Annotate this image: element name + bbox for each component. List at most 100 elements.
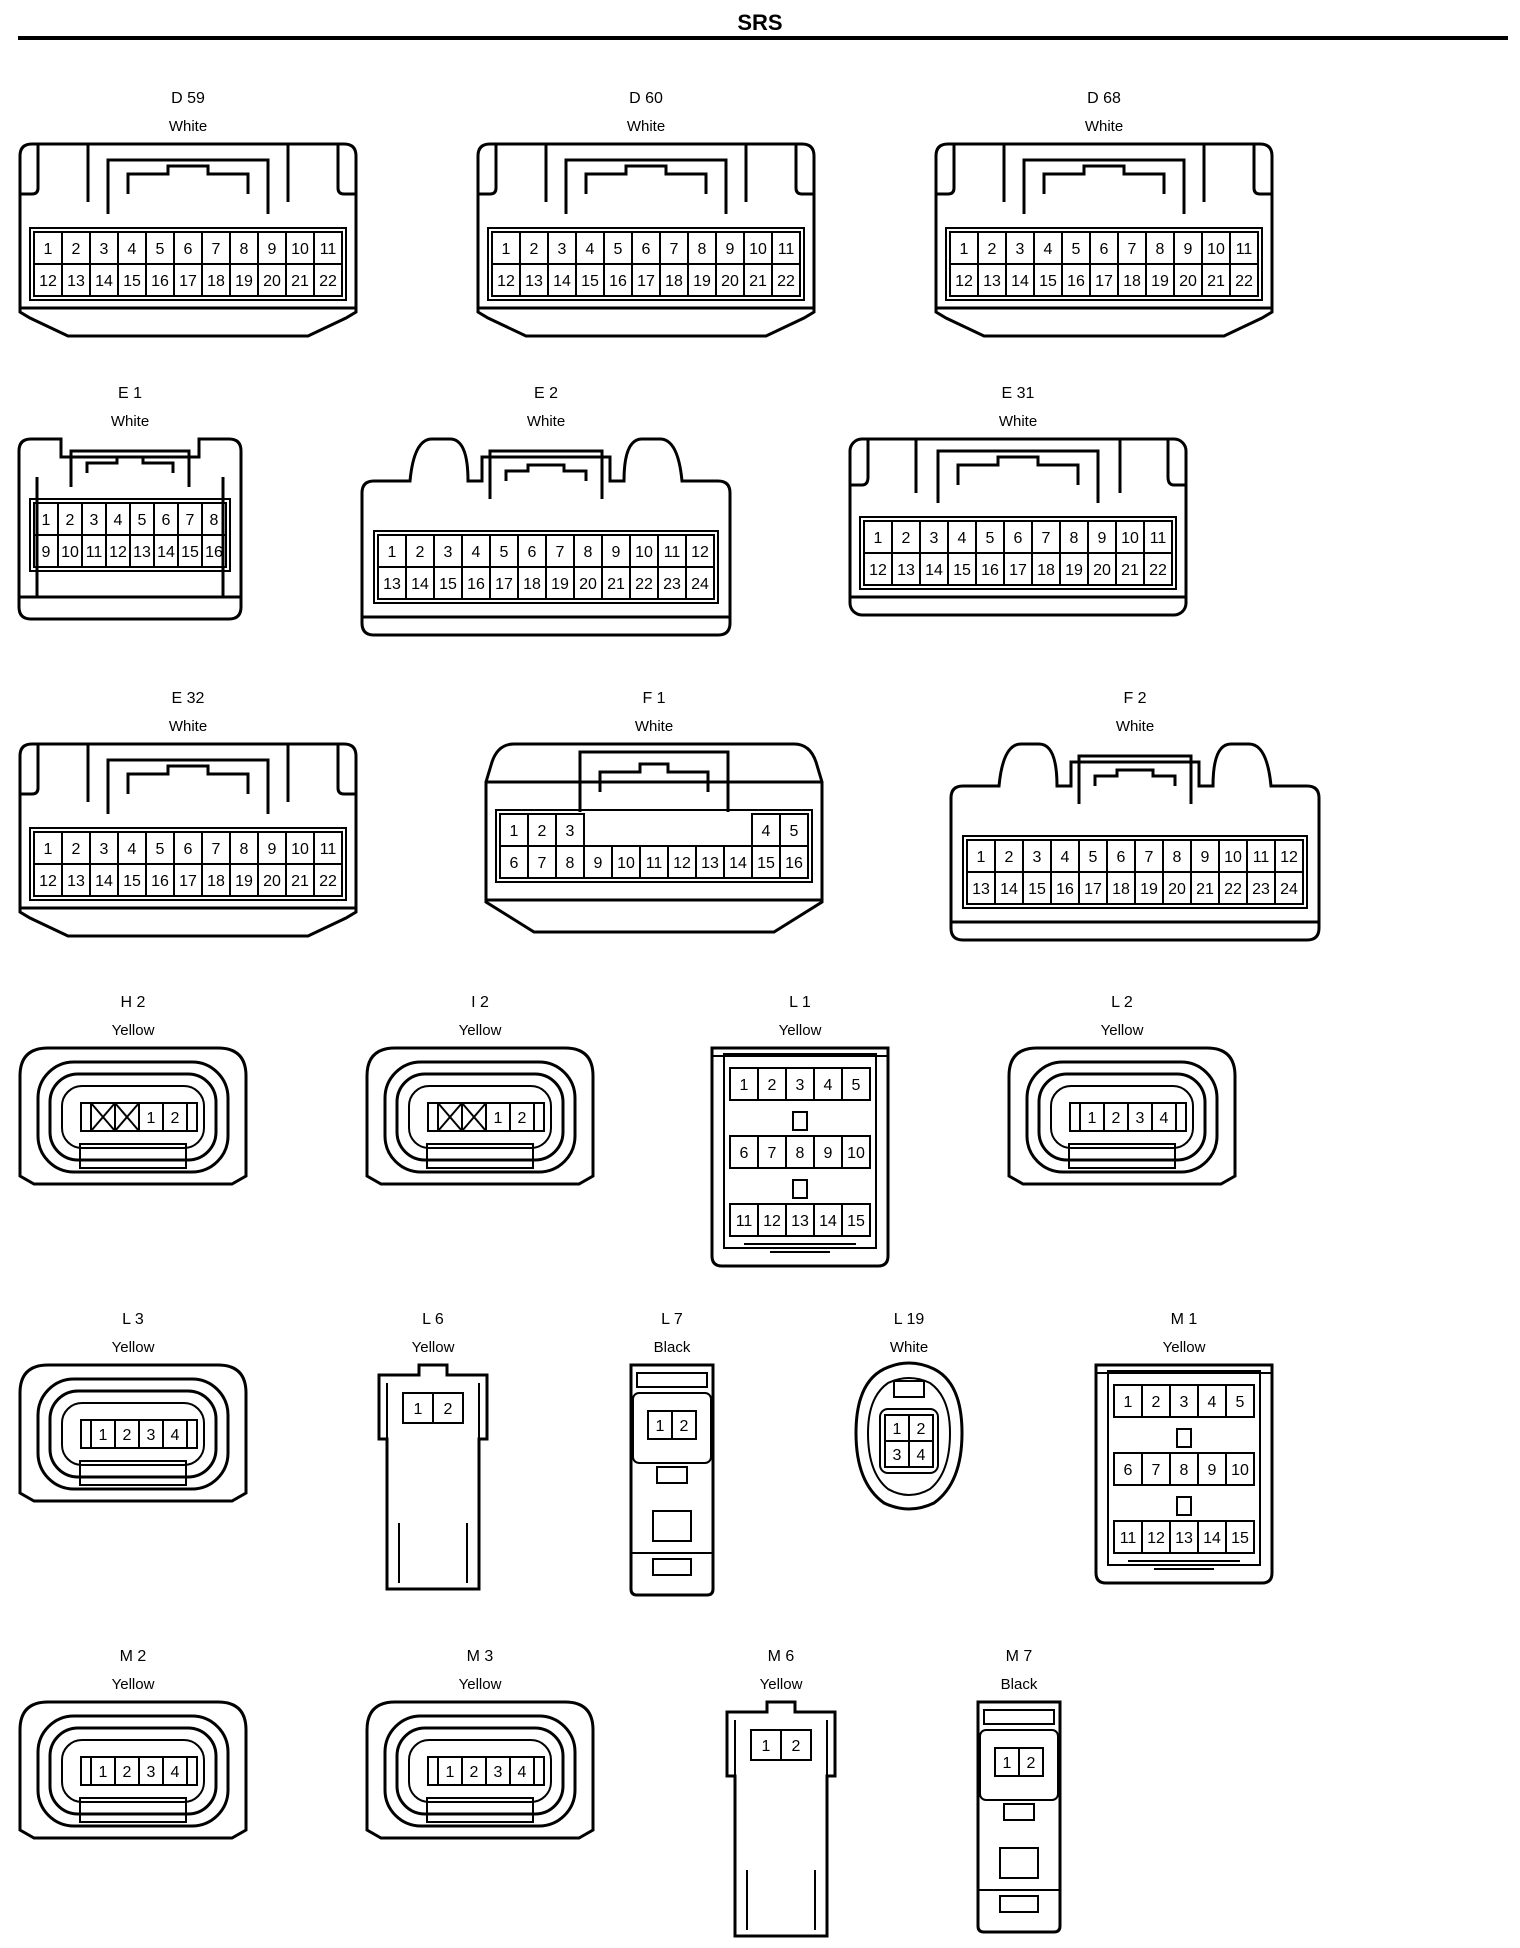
pin-terminal: 10 (57, 534, 83, 568)
pin-number: 6 (1124, 1462, 1133, 1479)
pin-number: 4 (1044, 241, 1053, 258)
pin-number: 17 (495, 576, 513, 593)
pin-terminal: 7 (545, 534, 575, 568)
pin-number: 12 (955, 273, 973, 290)
pin-terminal: 15 (1225, 1520, 1255, 1554)
pin-number: 21 (1196, 881, 1214, 898)
pin-number: 1 (414, 1401, 423, 1418)
pin-number: 13 (67, 873, 85, 890)
pin-terminal: 19 (1059, 552, 1089, 586)
pin-number: 13 (383, 576, 401, 593)
pin-terminal: 1 (966, 839, 996, 873)
pin-terminal: 15 (1022, 871, 1052, 905)
pin-number: 17 (179, 873, 197, 890)
pin-number: 1 (977, 849, 986, 866)
connector-id: I 2 (471, 994, 489, 1011)
pin-number: 8 (1070, 530, 1079, 547)
pin-terminal: 4 (117, 831, 147, 865)
pin-number: 22 (319, 273, 337, 290)
pin-number: 16 (981, 562, 999, 579)
pin-number: 3 (566, 823, 575, 840)
pin-number: 7 (1145, 849, 1154, 866)
pin-terminal: 1 (1079, 1102, 1105, 1132)
pin-number: 4 (824, 1077, 833, 1094)
pin-terminal: 2 (114, 1419, 140, 1449)
pin-number: 15 (123, 273, 141, 290)
connector-id: L 19 (893, 1311, 925, 1328)
pin-terminal: 7 (177, 502, 203, 536)
pin-terminal: 10 (1225, 1452, 1255, 1486)
pin-terminal: 4 (947, 520, 977, 554)
pin-number: 10 (1231, 1462, 1249, 1479)
pin-terminal: 11 (729, 1203, 759, 1237)
pin-number: 16 (785, 855, 803, 872)
pin-number: 1 (874, 530, 883, 547)
pin-number: 11 (1120, 1530, 1137, 1547)
pin-number: 24 (691, 576, 709, 593)
pin-number: 21 (291, 873, 309, 890)
pin-terminal: 21 (285, 263, 315, 297)
pin-terminal: 1 (90, 1419, 116, 1449)
pin-terminal: 9 (813, 1135, 843, 1169)
pin-terminal: 10 (841, 1135, 871, 1169)
pin-terminal: 11 (771, 231, 801, 265)
pin-number: 10 (291, 241, 309, 258)
pin-terminal: 16 (603, 263, 633, 297)
pin-terminal: 19 (687, 263, 717, 297)
pin-terminal: 19 (545, 566, 575, 600)
pin-number: 2 (123, 1764, 132, 1781)
pin-terminal: 7 (201, 231, 231, 265)
pin-terminal: 4 (575, 231, 605, 265)
pin-terminal: 6 (1089, 231, 1119, 265)
pin-terminal: 11 (639, 845, 669, 879)
pin-terminal: 15 (841, 1203, 871, 1237)
pin-terminal: 14 (405, 566, 435, 600)
pin-number: 8 (796, 1145, 805, 1162)
pin-number: 1 (494, 1110, 503, 1127)
pin-number: 9 (594, 855, 603, 872)
pin-terminal: 15 (177, 534, 203, 568)
pin-terminal: 20 (1162, 871, 1192, 905)
pin-terminal: 4 (162, 1419, 188, 1449)
pin-number: 8 (1173, 849, 1182, 866)
pin-terminal: 5 (603, 231, 633, 265)
pin-terminal: 3 (884, 1440, 910, 1468)
pin-terminal: 8 (555, 845, 585, 879)
pin-number: 6 (162, 512, 171, 529)
pin-terminal: 6 (173, 831, 203, 865)
pin-number: 15 (181, 544, 199, 561)
pin-terminal: 1 (402, 1392, 434, 1424)
pin-terminal: 17 (631, 263, 661, 297)
pin-number: 5 (852, 1077, 861, 1094)
pin-terminal: 9 (601, 534, 631, 568)
pin-terminal: 4 (1050, 839, 1080, 873)
pin-number: 4 (586, 241, 595, 258)
pin-terminal: 14 (1197, 1520, 1227, 1554)
pin-number: 2 (66, 512, 75, 529)
pin-terminal: 2 (405, 534, 435, 568)
connector-color: Yellow (1162, 1339, 1206, 1356)
pin-number: 16 (205, 544, 223, 561)
pin-number: 11 (1150, 530, 1167, 547)
pin-number: 2 (530, 241, 539, 258)
pin-number: 9 (268, 841, 277, 858)
connector-id: F 1 (642, 690, 666, 707)
pin-terminal: 11 (313, 831, 343, 865)
pin-number: 21 (749, 273, 767, 290)
pin-terminal: 2 (461, 1756, 487, 1786)
pin-terminal: 18 (1106, 871, 1136, 905)
pin-number: 11 (736, 1213, 753, 1230)
pin-number: 8 (566, 855, 575, 872)
pin-terminal: 9 (1173, 231, 1203, 265)
pin-number: 17 (637, 273, 655, 290)
pin-terminal: 3 (785, 1067, 815, 1101)
pin-terminal: 21 (1115, 552, 1145, 586)
connector-id: D 68 (1087, 90, 1121, 107)
pin-terminal: 1 (863, 520, 893, 554)
pin-number: 11 (320, 241, 337, 258)
page-title: SRS (737, 10, 783, 35)
